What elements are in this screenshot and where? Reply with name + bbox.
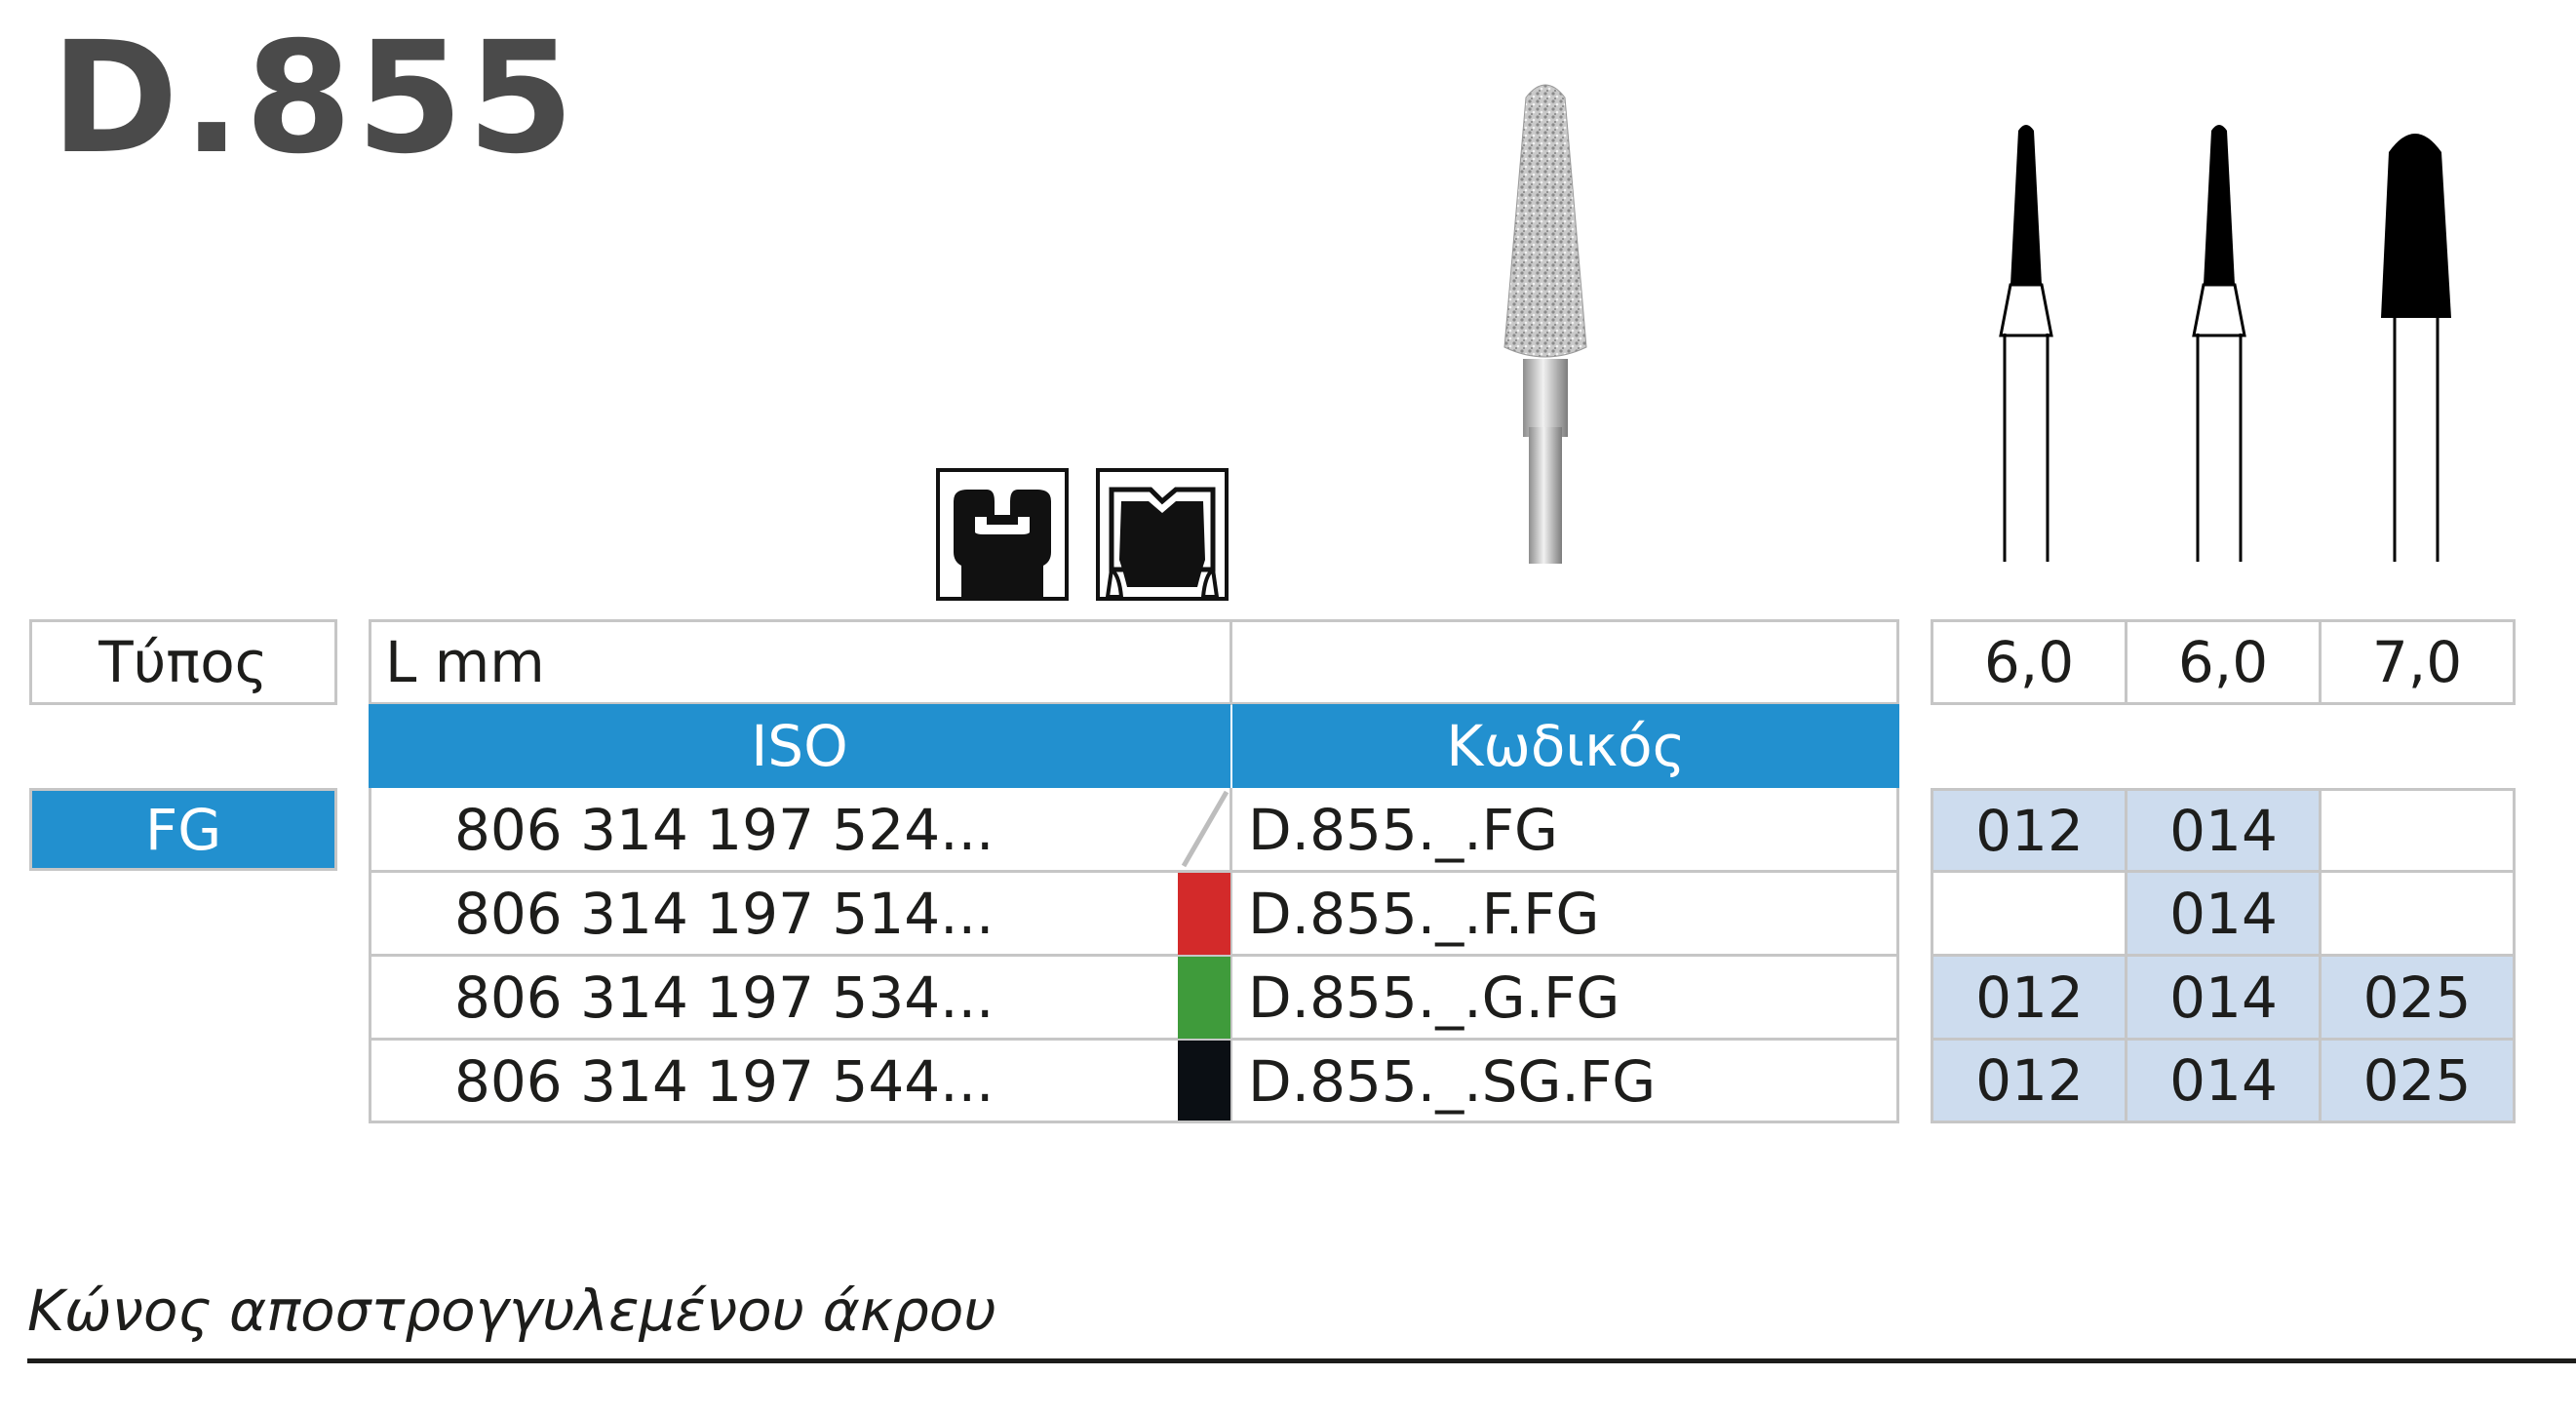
size-cell	[2322, 791, 2513, 870]
table-row-iso: 806 314 197 524...	[454, 797, 995, 863]
length-value: 6,0	[1931, 619, 2127, 705]
tooth-cavity-icon	[936, 468, 1069, 601]
size-cell: 012	[1933, 957, 2126, 1038]
size-cell: 014	[2127, 957, 2320, 1038]
length-value: 6,0	[2125, 619, 2322, 705]
bottom-rule	[27, 1358, 2576, 1363]
table-row-iso: 806 314 197 514...	[454, 881, 995, 947]
product-caption: Κώνος αποστρογγυλεμένου άκρου	[27, 1278, 996, 1344]
table-row-iso: 806 314 197 534...	[454, 964, 995, 1031]
grit-color-red	[1178, 873, 1230, 955]
bur-silhouette-icon	[1989, 117, 2535, 566]
table-row-code: D.855._.G.FG	[1248, 964, 1620, 1031]
product-title: D.855	[51, 9, 578, 188]
table-row-iso: 806 314 197 544...	[454, 1048, 995, 1115]
size-cell: 014	[2127, 1041, 2320, 1121]
type-label: Τύπος	[29, 619, 337, 705]
size-cell: 014	[2127, 873, 2320, 954]
tooth-crown-icon	[1096, 468, 1229, 601]
table-row-code: D.855._.F.FG	[1248, 881, 1600, 947]
size-cell: 012	[1933, 1041, 2126, 1121]
header-divider	[1229, 619, 1232, 705]
table-row-code: D.855._.FG	[1248, 797, 1558, 863]
grit-color-black	[1178, 1041, 1230, 1121]
size-cell: 025	[2322, 1041, 2513, 1121]
size-cell: 025	[2322, 957, 2513, 1038]
length-value: 7,0	[2319, 619, 2516, 705]
size-cell: 012	[1933, 791, 2126, 870]
grit-color-green	[1178, 957, 1230, 1039]
iso-column-header: ISO	[369, 704, 1230, 788]
size-cell: 014	[2127, 791, 2320, 870]
length-label: L mm	[369, 619, 1899, 705]
grit-color-none	[1178, 788, 1230, 872]
size-cell	[1933, 873, 2126, 954]
size-cell	[2322, 873, 2513, 954]
table-row-code: D.855._.SG.FG	[1248, 1048, 1657, 1115]
code-column-header: Κωδικός	[1232, 704, 1899, 788]
shank-type-label: FG	[29, 788, 337, 871]
diamond-bur-image	[1497, 76, 1594, 564]
